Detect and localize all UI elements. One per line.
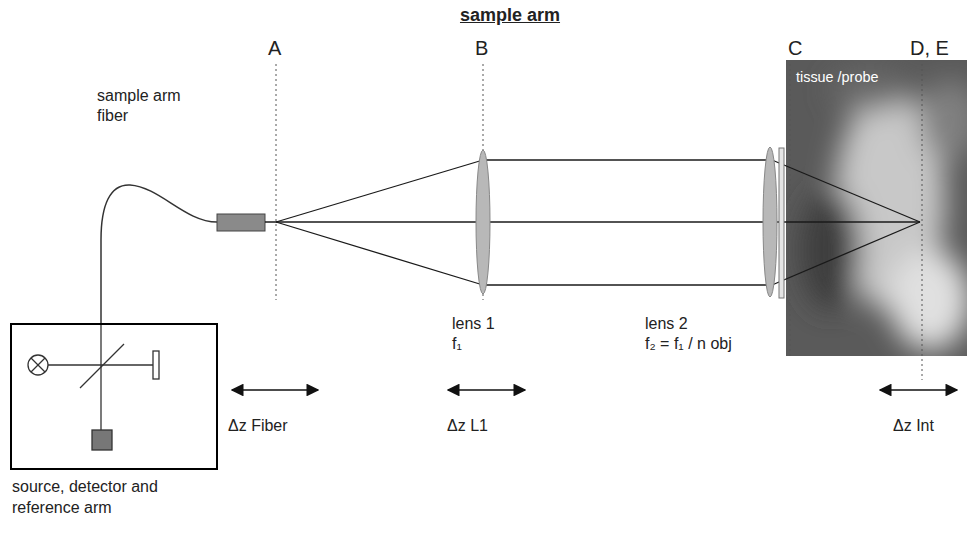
shift-arrows	[232, 389, 957, 391]
shift-label: Δz Int	[893, 416, 963, 436]
interferometer-symbols	[28, 323, 159, 450]
plane-letter: D, E	[910, 36, 965, 61]
focal-length: f₂ = f₁ / n obj	[645, 334, 780, 354]
beam-rays	[265, 160, 920, 285]
tissue-panel: tissue /probe	[786, 60, 967, 356]
lens-label: lens 1	[452, 314, 532, 334]
lens-label: lens 2	[645, 314, 725, 334]
tissue-image	[786, 60, 967, 356]
source-box: source, detector and reference arm	[10, 323, 218, 470]
focal-length: f₁	[452, 334, 512, 354]
window-plate	[779, 148, 784, 298]
plane-letter: B	[475, 36, 505, 61]
plane-letter: C	[788, 36, 818, 61]
lens-1	[476, 150, 490, 294]
fiber	[101, 185, 217, 323]
shift-label: Δz Fiber	[228, 416, 338, 436]
heading: sample arm	[0, 4, 967, 27]
node-label: source, detector and reference arm	[12, 477, 216, 519]
lens-2	[763, 147, 777, 297]
fiber-label: sample arm fiber	[97, 86, 197, 126]
plane-letter: A	[268, 36, 298, 61]
shift-label: Δz L1	[447, 416, 547, 436]
node-label: tissue /probe	[786, 60, 967, 95]
fiber-collimator	[217, 214, 265, 231]
